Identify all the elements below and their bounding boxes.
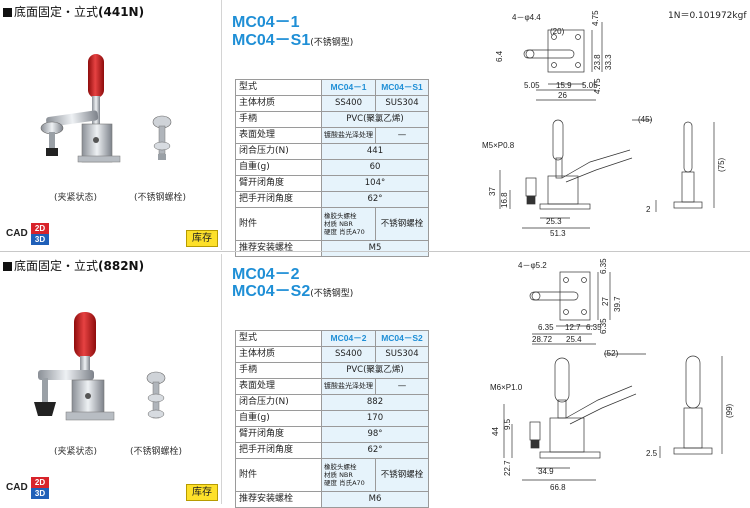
dim-label: 39.7 — [613, 296, 622, 312]
dim-label: 33.3 — [604, 54, 613, 70]
cad-download-button[interactable]: CAD 2D 3D — [4, 222, 54, 246]
clamp-photo — [40, 54, 121, 163]
dim-label: (99) — [725, 403, 734, 418]
product-image-panel: 底面固定・立式(441N) (夹紧状态) (不锈钢螺栓) CAD — [0, 0, 222, 250]
cad-label: CAD — [6, 228, 28, 239]
model-title-stainless: MC04－S1(不锈钢型) — [232, 32, 354, 49]
dim-label: 12.7 — [565, 323, 581, 332]
dim-label: 6.35 — [599, 258, 608, 274]
product-section-2: 底面固定・立式(882N) (夹紧状态) (不锈钢螺栓) CAD 2D — [0, 254, 750, 508]
dim-label: 6.35 — [538, 323, 554, 332]
technical-drawing: 4－φ4.4 (20) 4.75 23.8 33.3 4.75 6.4 5.05… — [482, 10, 726, 238]
dim-label: 26 — [558, 91, 567, 100]
caption-bolt: (不锈钢螺栓) — [130, 447, 183, 457]
cad-3d-link[interactable]: 3D — [31, 234, 49, 245]
caption-clamped: (夹紧状态) — [54, 447, 98, 457]
model-title: MC04－1 — [232, 14, 300, 31]
dim-label: 4.75 — [591, 10, 600, 26]
dim-label: 4－φ4.4 — [512, 13, 541, 22]
dim-label: 37 — [488, 187, 497, 196]
caption-bolt: (不锈钢螺栓) — [134, 193, 187, 203]
dim-label: 5.05 — [582, 81, 598, 90]
dim-label: 44 — [491, 427, 500, 436]
product-section-1: 底面固定・立式(441N) (夹紧状态) (不锈钢螺栓) CAD — [0, 0, 750, 257]
table-row: 自重(g)170 — [235, 410, 429, 427]
dim-label: 6.35 — [586, 323, 602, 332]
stainless-bolt-photo — [146, 371, 166, 419]
dim-label: M5×P0.8 — [482, 141, 515, 150]
cad-label: CAD — [6, 482, 28, 493]
section-header: 底面固定・立式(441N) — [3, 3, 144, 20]
dim-label: 15.9 — [556, 81, 572, 90]
technical-drawing: 4－φ5.2 6.35 27 39.7 6.35 6.35 12.7 6.35 … — [490, 258, 734, 492]
dim-label: 6.4 — [495, 50, 504, 62]
dim-label: 66.8 — [550, 483, 566, 492]
dim-label: (20) — [550, 27, 565, 36]
unit-note: 1N＝0.101972kgf — [668, 11, 747, 21]
stock-badge: 库存 — [186, 484, 218, 501]
dim-label: 9.5 — [503, 418, 512, 430]
cad-3d-link[interactable]: 3D — [31, 488, 49, 499]
dim-label: 22.7 — [503, 460, 512, 476]
dim-label: 2.5 — [646, 449, 658, 458]
model-title-stainless: MC04－S2(不锈钢型) — [232, 283, 354, 300]
dim-label: 51.3 — [550, 229, 566, 238]
dim-label: 4－φ5.2 — [518, 261, 547, 270]
dim-label: M6×P1.0 — [490, 383, 523, 392]
clamp-photo — [34, 312, 115, 421]
dim-label: (52) — [604, 349, 619, 358]
table-row: 闭合压力(N)882 — [235, 394, 429, 411]
cad-2d-link[interactable]: 2D — [31, 223, 49, 234]
dim-label: 6.35 — [599, 318, 608, 334]
table-row: 闭合压力(N)441 — [235, 143, 429, 160]
dim-label: 25.3 — [546, 217, 562, 226]
product-image-panel: 底面固定・立式(882N) (夹紧状态) (不锈钢螺栓) CAD 2D — [0, 254, 222, 504]
dim-label: 5.05 — [524, 81, 540, 90]
stainless-bolt-photo — [152, 115, 172, 160]
table-row: 自重(g)60 — [235, 159, 429, 176]
caption-clamped: (夹紧状态) — [54, 193, 98, 203]
dim-label: (75) — [717, 157, 726, 172]
stock-badge: 库存 — [186, 230, 218, 247]
model-title: MC04－2 — [232, 266, 300, 283]
section-divider — [0, 251, 750, 252]
dim-label: 4.75 — [593, 78, 602, 94]
cad-2d-link[interactable]: 2D — [31, 477, 49, 488]
dim-label: 34.9 — [538, 467, 554, 476]
dim-label: 16.8 — [500, 192, 509, 208]
dim-label: 28.72 — [532, 335, 553, 344]
table-row: 表面处理镀酸盐光泽处理— — [235, 378, 429, 395]
table-row: 表面处理镀酸盐光泽处理— — [235, 127, 429, 144]
dim-label: 27 — [601, 297, 610, 306]
section-header: 底面固定・立式(882N) — [3, 257, 144, 274]
dim-label: (45) — [638, 115, 653, 124]
dim-label: 23.8 — [593, 54, 602, 70]
dim-label: 2 — [646, 205, 651, 214]
dim-label: 25.4 — [566, 335, 582, 344]
cad-download-button[interactable]: CAD 2D 3D — [4, 476, 54, 500]
